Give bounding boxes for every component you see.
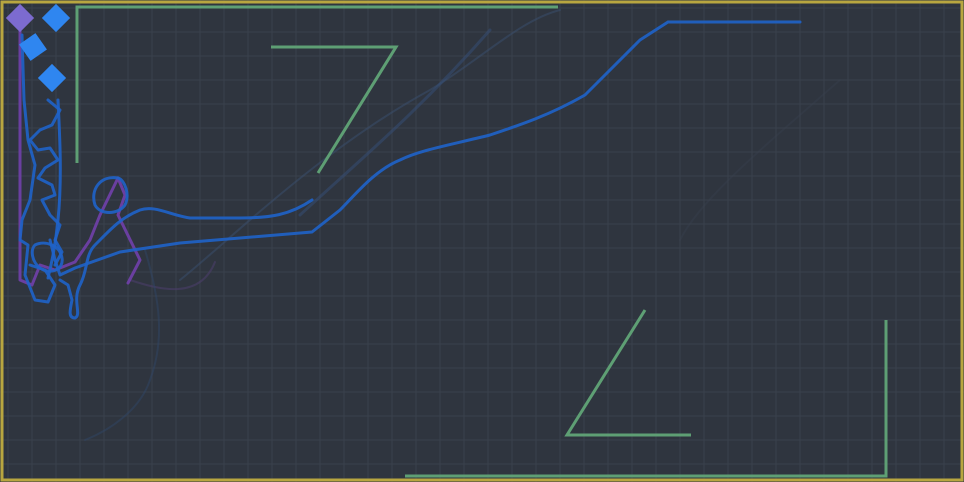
wall — [271, 45, 399, 174]
trail-segment — [92, 176, 129, 214]
walls — [75, 5, 888, 478]
wall — [75, 5, 558, 163]
faded-trail — [298, 28, 492, 217]
trail-segment — [58, 198, 314, 320]
faded-trail — [679, 79, 841, 241]
agent-blue[interactable] — [37, 63, 67, 93]
trail-segment — [46, 98, 62, 280]
trail-segment — [18, 20, 142, 287]
purple-agent-trail — [18, 20, 142, 287]
wall — [564, 309, 691, 437]
trail-segment — [28, 98, 64, 267]
trail-segment — [48, 20, 802, 277]
trail-segment — [30, 241, 64, 273]
faded-trail — [129, 261, 216, 291]
wall — [405, 320, 888, 478]
faded-trail — [84, 249, 161, 441]
trail-segment — [18, 33, 57, 304]
agent-purple[interactable] — [5, 3, 35, 33]
agent-blue[interactable] — [19, 33, 47, 61]
blue-agent-trails — [18, 20, 802, 320]
agents — [5, 3, 71, 93]
agent-blue[interactable] — [41, 3, 71, 33]
